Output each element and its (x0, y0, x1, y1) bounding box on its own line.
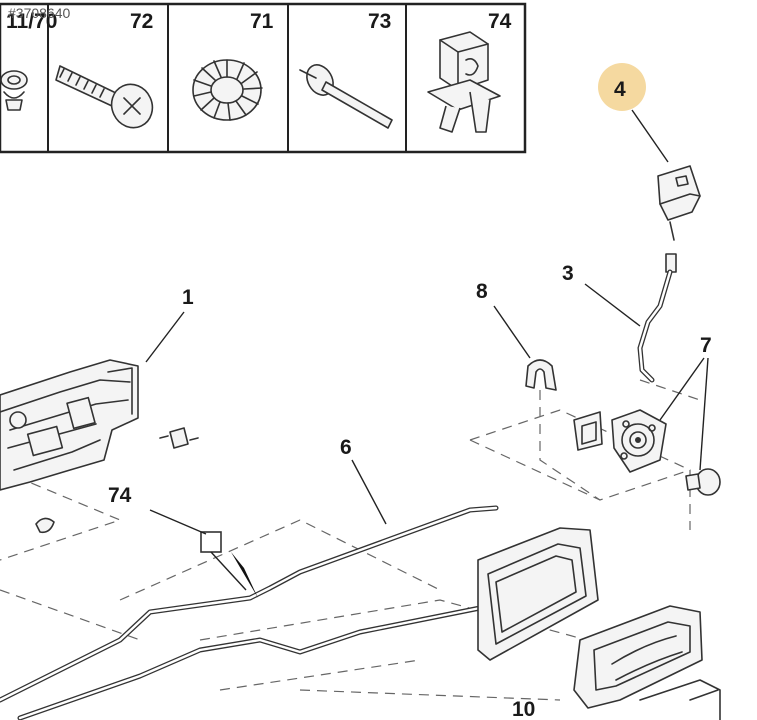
pivot-bracket-7-part (573, 409, 721, 496)
callout-3: 3 (562, 262, 574, 285)
lock-rod-3-part (637, 253, 677, 383)
callout-8: 8 (476, 280, 488, 303)
table-label-71: 71 (250, 10, 274, 33)
callout-74: 74 (108, 484, 132, 507)
parts-table: 11/70 72 71 73 74 (0, 2, 527, 154)
table-label-73: 73 (368, 10, 391, 33)
callout-4: 4 (614, 78, 626, 101)
table-label-11-70: 11/70 (6, 10, 57, 33)
reference-code: #3708640 (8, 5, 71, 21)
rod-clip-74-part (149, 509, 258, 598)
table-label-72: 72 (130, 10, 153, 33)
door-lock-mechanism-part (0, 359, 199, 534)
callouts: 4 3 1 8 7 6 74 10 (108, 78, 712, 720)
rivet-part-icon (299, 64, 393, 129)
screw-part-icon (55, 65, 154, 129)
table-label-74: 74 (488, 10, 512, 33)
control-rod-6-part (0, 505, 499, 703)
leader-lines (145, 109, 709, 525)
callout-6: 6 (340, 436, 352, 459)
callout-10: 10 (512, 698, 535, 720)
inner-handle-bezel-part (477, 527, 599, 661)
lock-knob-4-part (598, 63, 701, 241)
retaining-clip-part-icon (427, 31, 501, 133)
inner-door-handle-part (573, 605, 721, 720)
spring-clip-8-part (525, 359, 557, 391)
serrated-washer-part-icon (192, 59, 263, 121)
callout-1: 1 (182, 286, 194, 309)
clip-part-icon (0, 70, 28, 111)
highlight-marker (598, 63, 646, 111)
control-rod-lower-part (17, 603, 503, 720)
callout-7: 7 (700, 334, 712, 357)
